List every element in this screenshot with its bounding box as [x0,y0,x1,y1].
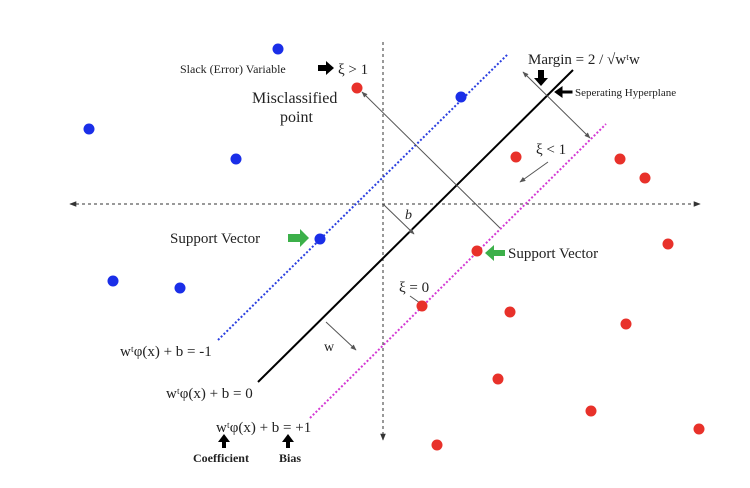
red-point [431,439,443,451]
red-point [504,306,516,318]
blue-point [230,153,242,165]
blue-point-support-vector [455,91,467,103]
blue-point [83,123,95,135]
xi-eq-0-label: ξ = 0 [399,280,429,296]
margin-line-plus1 [309,123,607,419]
coefficient-label: Coefficient [193,451,249,465]
support-vector-left-arrow [288,229,309,247]
red-point [614,153,626,165]
margin-label: Margin = 2 / √wᵗw [528,52,640,68]
red-point [585,405,597,417]
w-label: w [324,340,335,355]
w-arrow [325,321,357,351]
margin-arrow [522,71,591,139]
bias-label: Bias [279,451,301,465]
equation-minus1-label: wᵗφ(x) + b = -1 [120,344,212,360]
margin-pointer-arrow [534,70,548,86]
support-vector-right-arrow [485,245,505,261]
slack-variable-label: Slack (Error) Variable [180,62,286,76]
support-vector-right-label: Support Vector [508,246,598,262]
separating-hyperplane-line [257,69,574,383]
b-label: b [405,208,412,223]
red-point [510,151,522,163]
red-point-misclassified [351,82,363,94]
hyperplane-pointer-arrow [554,86,573,98]
blue-point-support-vector [314,233,326,245]
red-point [416,300,428,312]
slack-pointer-arrow [318,61,334,75]
support-vector-left-label: Support Vector [170,231,260,247]
misclassified-arrow [361,91,501,229]
red-point [639,172,651,184]
blue-point [272,43,284,55]
red-point [620,318,632,330]
bias-pointer-arrow [282,434,294,448]
misclassified-label-line1: Misclassified [252,90,337,107]
xi-eq0-line [409,295,421,304]
blue-point [174,282,186,294]
xi-lt1-arrow [519,161,549,183]
red-point [693,423,705,435]
equation-zero-label: wᵗφ(x) + b = 0 [166,386,253,402]
red-point [662,238,674,250]
xi-lt-1-label: ξ < 1 [536,142,566,158]
misclassified-label-line2: point [280,109,313,126]
separating-hyperplane-label: Seperating Hyperplane [575,87,676,99]
red-point [492,373,504,385]
red-point-support-vector [471,245,483,257]
b-arrow [382,203,415,235]
blue-point [107,275,119,287]
xi-gt-1-label: ξ > 1 [338,62,368,78]
equation-plus1-label: wᵗφ(x) + b = +1 [216,420,311,436]
coefficient-pointer-arrow [218,434,230,448]
